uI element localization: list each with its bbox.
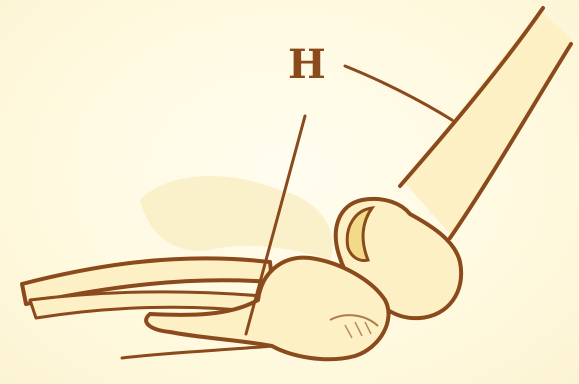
label-h-leader-line <box>345 66 452 120</box>
ulna-bottom-edge <box>122 346 272 358</box>
label-h: H <box>288 41 326 88</box>
watercolor-wash <box>140 176 333 260</box>
humerus-shaft <box>404 10 572 236</box>
